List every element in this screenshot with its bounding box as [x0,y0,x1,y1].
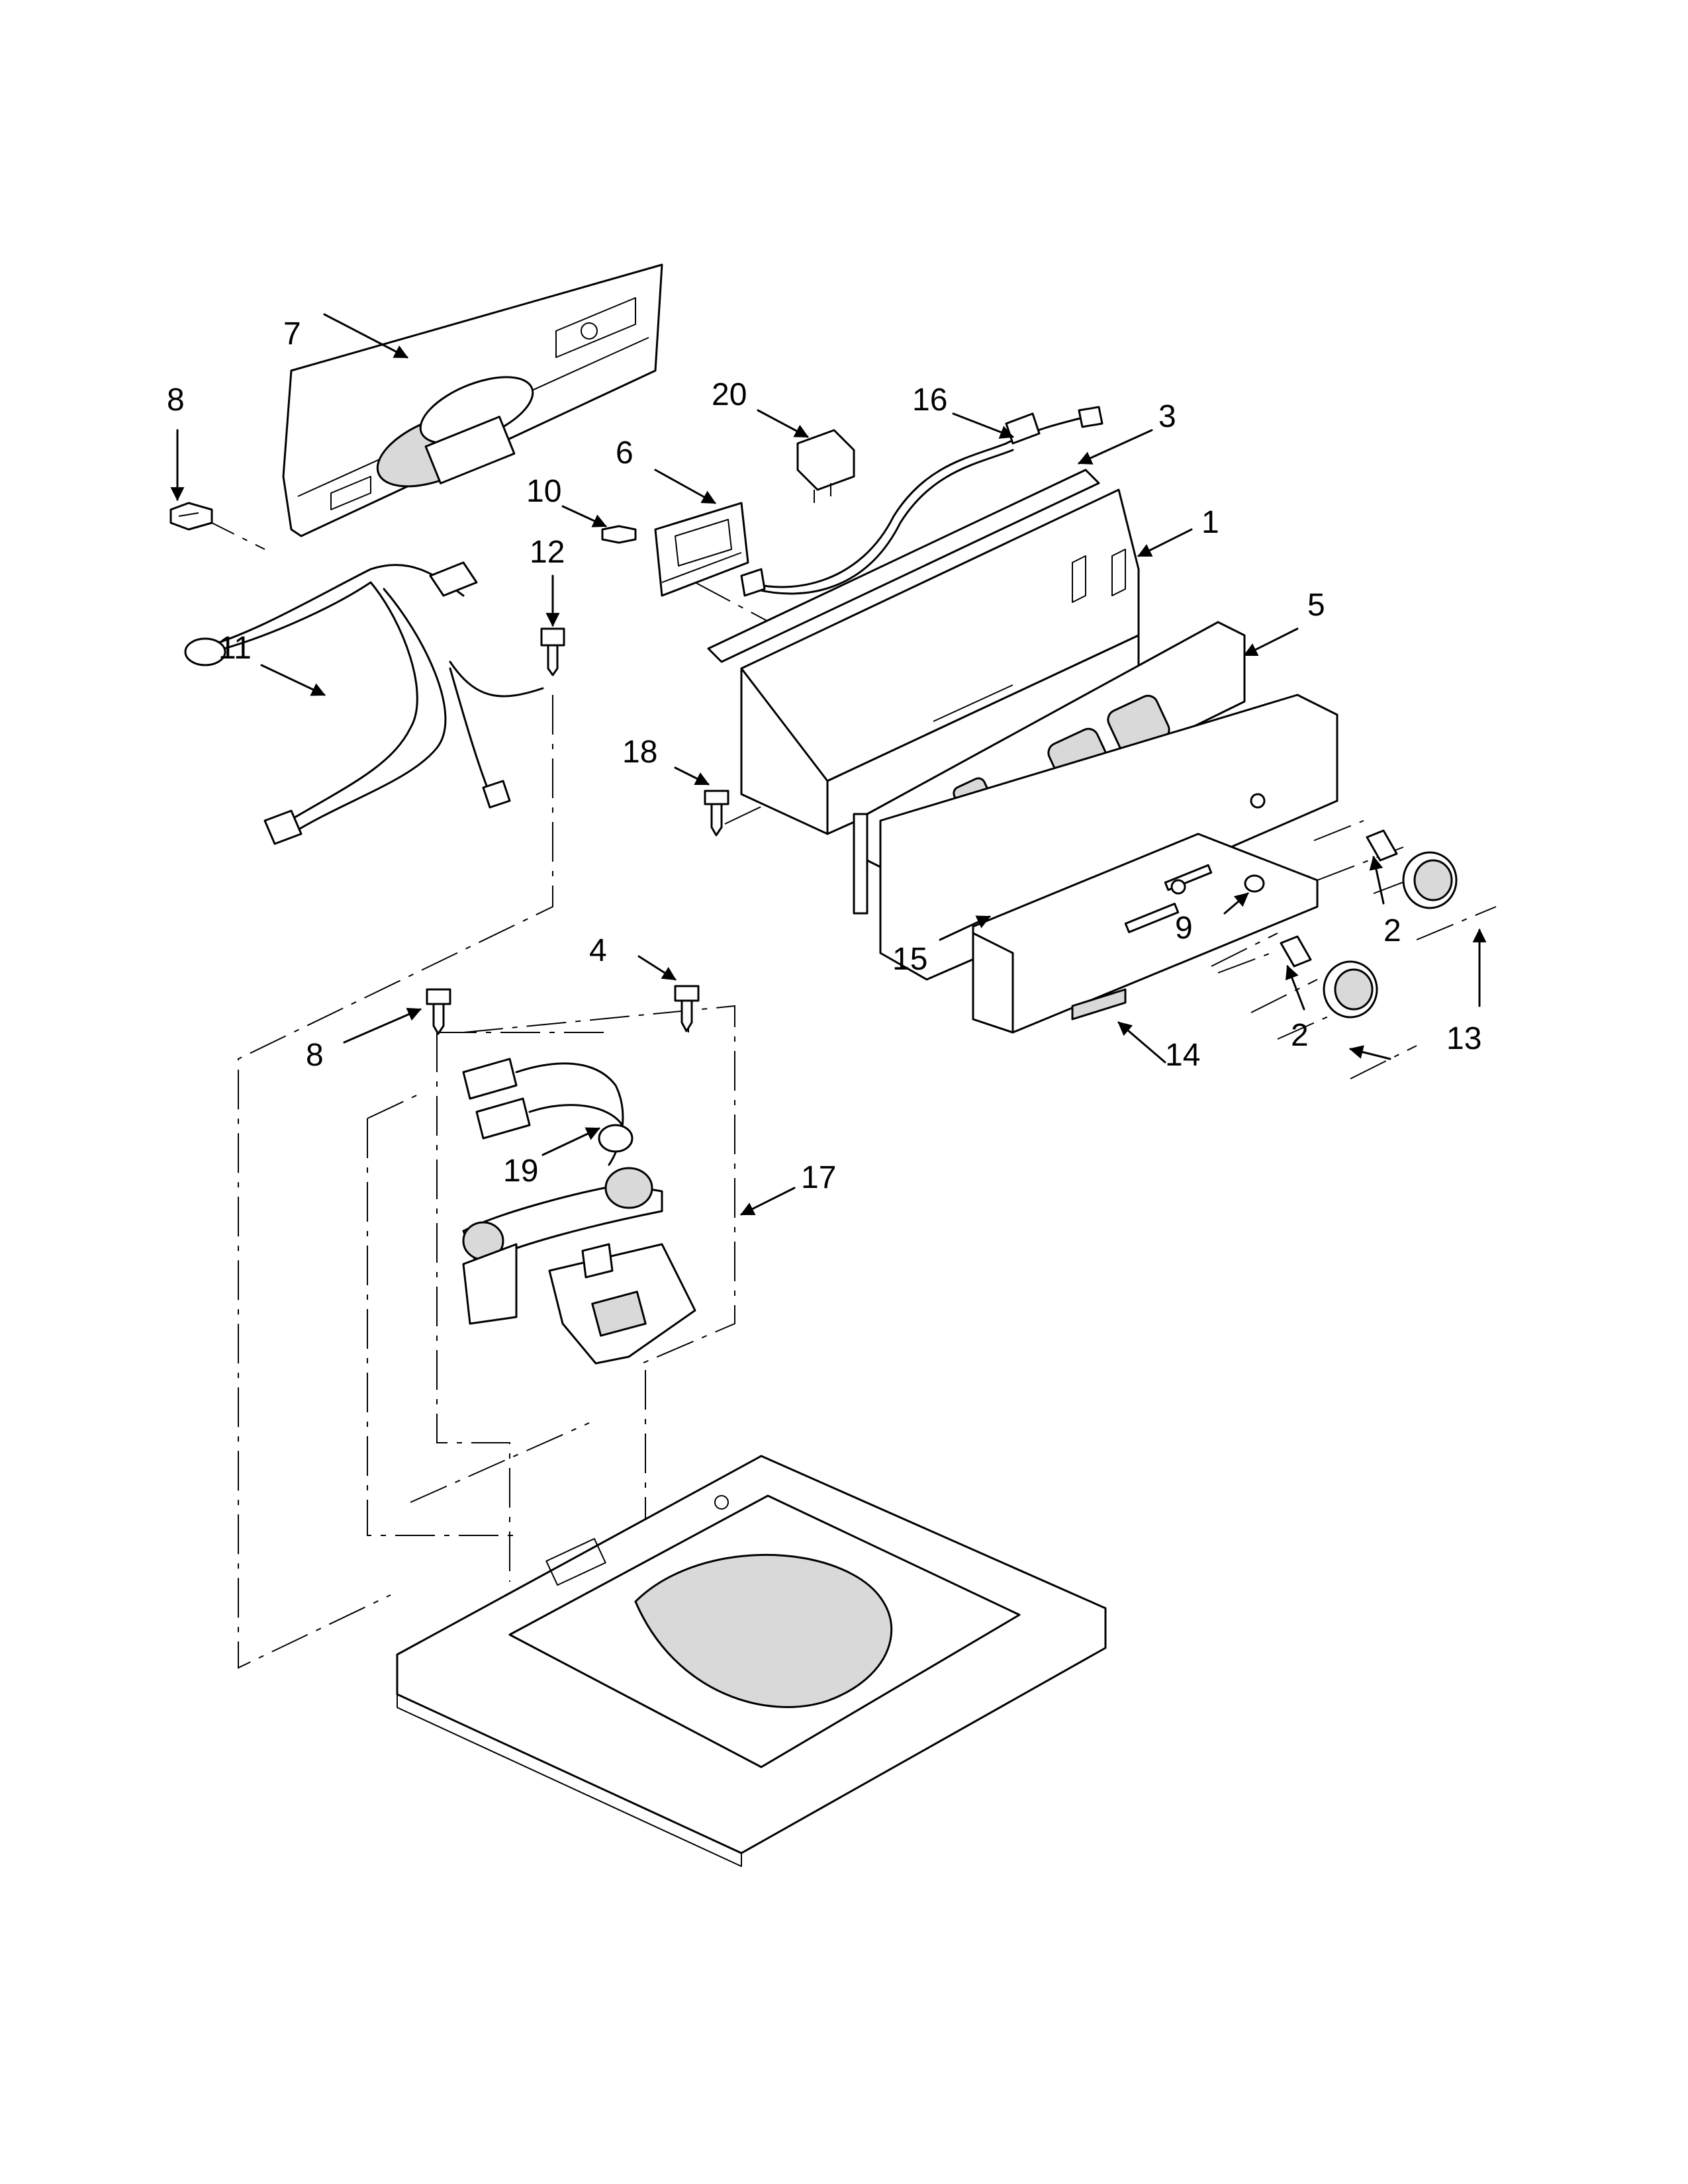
callout-20: 20 [712,377,747,412]
control-board [654,502,749,597]
screw-8-bottom [426,988,451,1035]
water-inlet-valve-assembly [462,1167,696,1365]
screw-4 [674,985,700,1032]
valve-wire-harness [462,1058,633,1166]
front-control-panel [879,694,1338,1034]
cabinet-top [396,1455,1107,1867]
callout-2: 2 [1383,913,1401,948]
callout-11: 11 [218,631,252,666]
knob-shaft-lower [1280,935,1312,968]
knob-upper [1402,851,1458,909]
knob-lower [1323,960,1378,1019]
callout-5: 5 [1307,588,1325,623]
cable-harness [740,406,1103,597]
callout-2-lower: 2 [1291,1018,1309,1053]
rear-control-panel [282,263,663,537]
callout-18: 18 [622,735,657,770]
screw-12 [540,627,565,676]
callout-3: 3 [1158,399,1176,434]
lid-switch [796,429,855,503]
callout-12: 12 [530,535,565,570]
callout-7: 7 [283,316,301,351]
callout-10: 10 [526,474,561,509]
wire-harness [184,561,544,845]
callout-8: 8 [167,383,185,418]
screw-10 [601,525,637,544]
screw-18 [704,790,729,837]
callout-9: 9 [1175,911,1193,946]
nameplate-badge [1071,988,1127,1021]
top-bracket [707,469,1100,663]
callout-17: 17 [801,1160,836,1195]
callout-19: 19 [503,1154,538,1189]
knob-shaft-upper [1366,829,1398,862]
callout-13: 13 [1446,1021,1481,1056]
callout-14: 14 [1165,1038,1200,1073]
console-housing [740,488,1140,835]
callout-1: 1 [1201,505,1219,540]
callout-8-lower: 8 [306,1038,324,1073]
callout-4: 4 [589,933,607,968]
leader-arrows [170,313,1487,1216]
callout-15: 15 [892,942,927,977]
indicator-light [1244,874,1265,893]
screw-8-top [169,502,213,531]
callout-6: 6 [616,435,633,471]
callout-labels: 7 8 20 16 3 6 10 1 12 11 5 18 2 9 15 4 2… [167,316,1481,1195]
callout-16: 16 [912,383,947,418]
